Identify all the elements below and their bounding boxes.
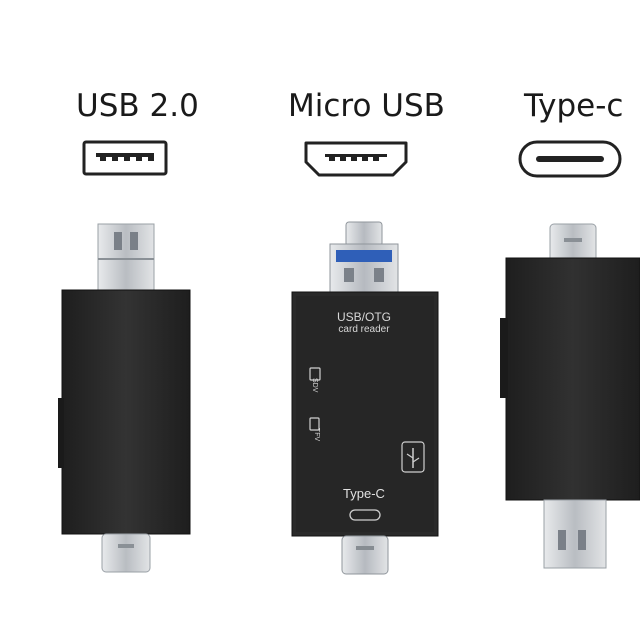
label-usb2: USB 2.0 (76, 88, 199, 124)
card-reader-right (500, 223, 640, 569)
device-title-line1: USB/OTG (336, 310, 391, 324)
sd-slot-label: SDV (311, 378, 318, 393)
tf-slot-label: TFV (313, 428, 320, 442)
card-reader-center (291, 221, 439, 575)
typec-port-label: Type-C (343, 486, 385, 501)
device-title-line2: card reader (338, 324, 390, 335)
label-micro-usb: Micro USB (288, 88, 445, 124)
usb-a-port-icon (82, 140, 168, 176)
card-reader-left (58, 223, 191, 573)
usb-c-port-icon (518, 140, 622, 178)
label-type-c: Type-c (524, 88, 624, 124)
micro-usb-port-icon (304, 141, 408, 177)
